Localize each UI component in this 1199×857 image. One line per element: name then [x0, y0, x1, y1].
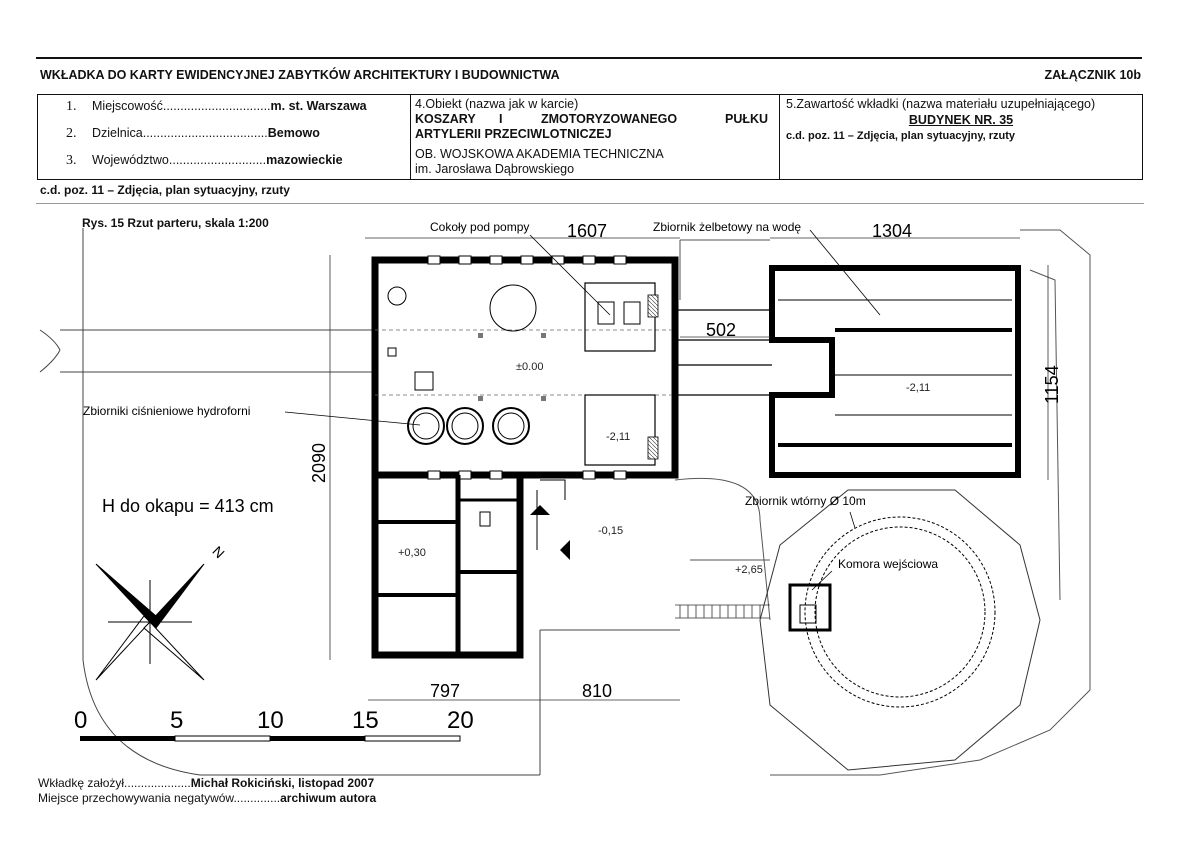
site-boundary	[82, 228, 680, 776]
object-word: PUŁKU	[725, 112, 769, 126]
scale-tick: 20	[447, 707, 474, 734]
info-table: 1. Miejscowość..........................…	[37, 94, 1143, 180]
row-label: Dzielnica	[92, 126, 143, 140]
hydrophore-tanks	[407, 407, 530, 445]
dimension-2090: 2090	[309, 443, 329, 483]
author-dots: ....................	[124, 776, 191, 790]
hydrophore-label: Zbiorniki ciśnieniowe hydroforni	[83, 404, 250, 418]
stairs	[675, 604, 770, 619]
contents-column: 5.Zawartość wkładki (nazwa materiału uzu…	[780, 95, 1142, 179]
contents-description: c.d. poz. 11 – Zdjęcia, plan sytuacyjny,…	[786, 130, 1016, 142]
dimension-lines	[329, 237, 1049, 701]
row-number: 2.	[66, 126, 77, 141]
eaves-height-label: H do okapu = 413 cm	[102, 496, 274, 516]
secondary-tank	[759, 489, 1041, 771]
object-name-line2: ARTYLERII PRZECIWLOTNICZEJ	[415, 127, 612, 141]
row-dots: ............................	[168, 153, 267, 167]
location-column: 1. Miejscowość..........................…	[38, 95, 411, 179]
row-label: Województwo	[92, 153, 169, 167]
dimension-1304: 1304	[872, 221, 912, 241]
row-dots: ....................................	[142, 126, 268, 140]
dimension-810: 810	[582, 681, 612, 701]
entrance-arrows	[530, 505, 570, 560]
drawing-caption: Rys. 15 Rzut parteru, skala 1:200	[82, 216, 269, 230]
connecting-corridor	[675, 309, 772, 396]
continuation-note: c.d. poz. 11 – Zdjęcia, plan sytuacyjny,…	[40, 183, 290, 197]
concrete-water-tank	[769, 265, 1021, 478]
row-number: 3.	[66, 153, 77, 168]
object-word: KOSZARY	[415, 112, 476, 126]
object-word: I	[499, 112, 503, 126]
entrance-corridor	[39, 329, 375, 373]
leader-lines	[284, 229, 881, 591]
row-value: mazowieckie	[266, 153, 343, 167]
level-211-tank: -2,11	[906, 382, 930, 394]
building-number: BUDYNEK NR. 35	[908, 113, 1014, 127]
scale-tick: 15	[352, 707, 379, 734]
lower-rooms	[371, 475, 566, 659]
dimension-502: 502	[706, 320, 736, 340]
site-outline-right	[674, 229, 1091, 776]
drawing-top-rule	[36, 203, 1144, 204]
attachment-label: ZAŁĄCZNIK 10b	[1044, 68, 1141, 82]
storage-line: Miejsce przechowywania negatywów........…	[38, 791, 376, 805]
level-000: ±0.00	[516, 361, 543, 373]
author-value: Michał Rokiciński, listopad 2007	[190, 776, 375, 790]
scale-tick: 10	[257, 707, 284, 734]
secondary-tank-label: Zbiornik wtórny Ø 10m	[745, 494, 866, 508]
row-label: Miejscowość	[92, 99, 163, 113]
author-line: Wkładkę założył....................Micha…	[38, 776, 374, 790]
object-word: ZMOTORYZOWANEGO	[541, 112, 678, 126]
storage-label: Miejsce przechowywania negatywów	[38, 791, 234, 805]
storage-dots: ..............	[233, 791, 281, 805]
north-label: N	[209, 543, 227, 561]
row-value: Bemowo	[267, 126, 320, 140]
level-015: -0,15	[598, 525, 623, 537]
entrance-chamber-label: Komora wejściowa	[838, 557, 938, 571]
level-211-pumps: -2,11	[606, 431, 630, 443]
object-column: 4.Obiekt (nazwa jak w karcie) KOSZARY I …	[411, 95, 780, 179]
main-building	[371, 255, 679, 480]
object-name-line4: im. Jarosława Dąbrowskiego	[415, 162, 575, 176]
row-dots: ...............................	[162, 99, 271, 113]
scale-tick: 5	[170, 707, 183, 734]
contents-heading: 5.Zawartość wkładki (nazwa materiału uzu…	[786, 97, 1096, 111]
top-rule	[36, 57, 1142, 59]
concrete-tank-label: Zbiornik żelbetowy na wodę	[653, 220, 801, 234]
north-arrow: N	[95, 543, 228, 681]
level-030: +0,30	[398, 547, 426, 559]
scale-bar: 0 5 10 15 20	[74, 707, 474, 742]
author-label: Wkładkę założył	[38, 776, 125, 790]
dimension-1154: 1154	[1042, 365, 1062, 404]
document-title: WKŁADKA DO KARTY EWIDENCYJNEJ ZABYTKÓW A…	[40, 68, 560, 82]
level-265: +2,65	[735, 564, 763, 576]
scale-tick: 0	[74, 707, 87, 734]
pump-bases-label: Cokoły pod pompy	[430, 220, 529, 234]
dimension-797: 797	[430, 681, 460, 701]
object-name-line3: OB. WOJSKOWA AKADEMIA TECHNICZNA	[415, 147, 664, 161]
dimension-1607: 1607	[567, 221, 607, 241]
object-heading: 4.Obiekt (nazwa jak w karcie)	[415, 97, 579, 111]
row-value: m. st. Warszawa	[270, 99, 367, 113]
row-number: 1.	[66, 99, 77, 114]
storage-value: archiwum autora	[280, 791, 377, 805]
